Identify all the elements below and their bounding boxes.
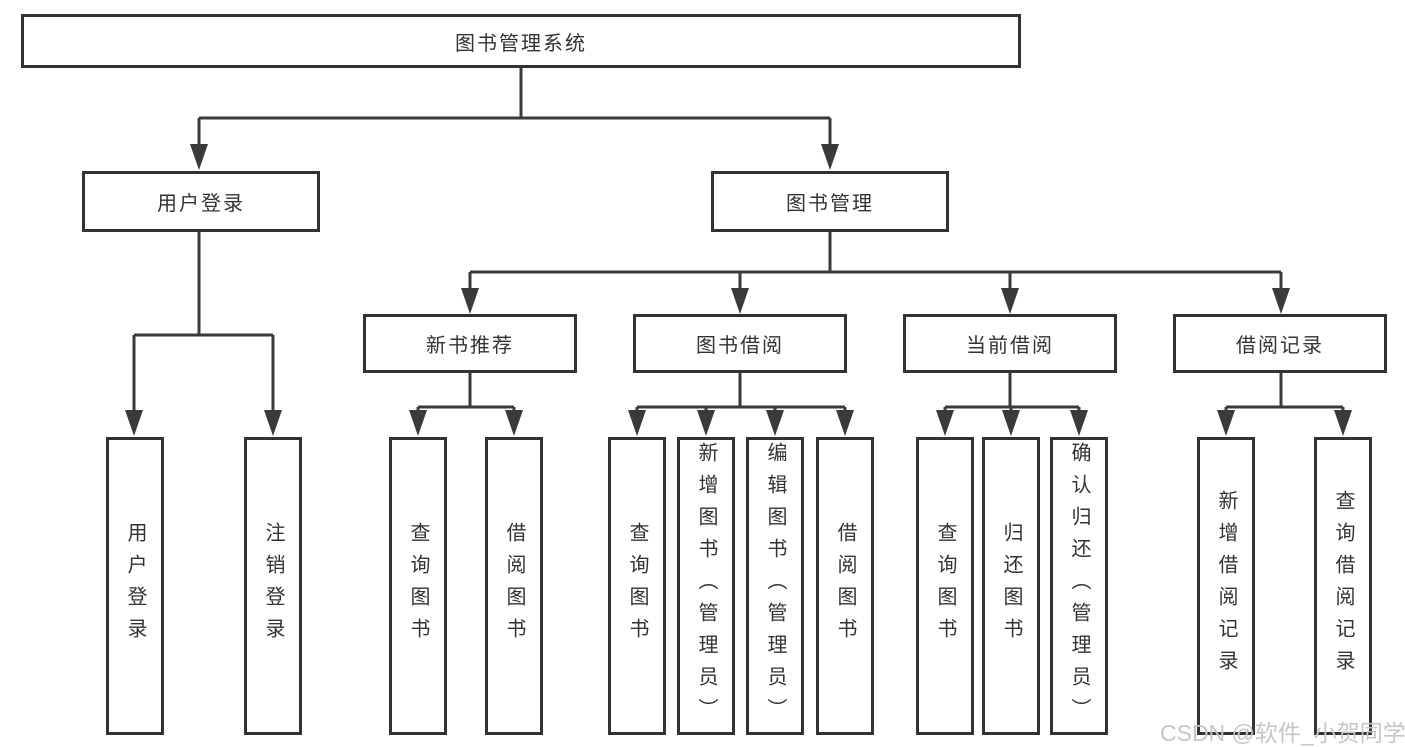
arrow-down-icon xyxy=(461,288,479,314)
node-borrowing-records: 借阅记录 xyxy=(1173,314,1387,373)
branch-book-management-to-level3 xyxy=(461,232,1290,314)
leaf-user-login: 用户登录 xyxy=(106,437,164,735)
leaf-nbr-query-books: 查询图书 xyxy=(389,437,447,735)
arrow-down-icon xyxy=(190,144,208,170)
leaf-bb-query-books: 查询图书 xyxy=(608,437,666,735)
arrow-down-icon xyxy=(1070,410,1088,436)
leaf-label: 查询图书 xyxy=(407,522,429,650)
branch-current-borrowing-to-leaves xyxy=(936,373,1088,436)
arrow-down-icon xyxy=(1334,410,1352,436)
arrow-down-icon xyxy=(409,410,427,436)
branch-root-to-level2 xyxy=(190,68,839,170)
branch-new-book-recommendation-to-leaves xyxy=(409,373,523,436)
leaf-label: 编辑图书（管理员） xyxy=(764,442,786,730)
leaf-label: 归还图书 xyxy=(1000,522,1022,650)
leaf-label: 借阅图书 xyxy=(503,522,525,650)
watermark: CSDN @软件_小贺同学 xyxy=(1160,720,1405,746)
leaf-label: 查询图书 xyxy=(626,522,648,650)
leaf-label: 查询图书 xyxy=(934,522,956,650)
leaf-label: 新增图书（管理员） xyxy=(695,442,717,730)
node-library-management-system: 图书管理系统 xyxy=(21,14,1021,68)
arrow-down-icon xyxy=(264,410,282,436)
node-user-login: 用户登录 xyxy=(82,171,320,232)
leaf-br-query-record: 查询借阅记录 xyxy=(1314,437,1372,735)
arrow-down-icon xyxy=(505,410,523,436)
branch-user-login-to-leaves xyxy=(125,232,282,436)
arrow-down-icon xyxy=(936,410,954,436)
branch-book-borrowing-to-leaves xyxy=(628,373,854,436)
leaf-cb-confirm-return-admin: 确认归还（管理员） xyxy=(1050,437,1108,735)
leaf-bb-add-books-admin: 新增图书（管理员） xyxy=(677,437,735,735)
arrow-down-icon xyxy=(836,410,854,436)
leaf-br-add-record: 新增借阅记录 xyxy=(1197,437,1255,735)
leaf-label: 查询借阅记录 xyxy=(1332,490,1354,682)
leaf-label: 新增借阅记录 xyxy=(1215,490,1237,682)
leaf-label: 借阅图书 xyxy=(834,522,856,650)
arrow-down-icon xyxy=(1217,410,1235,436)
arrow-down-icon xyxy=(766,410,784,436)
node-current-borrowing: 当前借阅 xyxy=(903,314,1117,373)
arrow-down-icon xyxy=(731,288,749,314)
leaf-logout: 注销登录 xyxy=(244,437,302,735)
arrow-down-icon xyxy=(1002,410,1020,436)
arrow-down-icon xyxy=(1001,288,1019,314)
leaf-label: 注销登录 xyxy=(262,522,284,650)
arrow-down-icon xyxy=(821,144,839,170)
arrow-down-icon xyxy=(628,410,646,436)
leaf-bb-edit-books-admin: 编辑图书（管理员） xyxy=(746,437,804,735)
node-book-management: 图书管理 xyxy=(711,171,949,232)
leaf-label: 确认归还（管理员） xyxy=(1068,442,1090,730)
arrow-down-icon xyxy=(125,410,143,436)
leaf-cb-return-books: 归还图书 xyxy=(982,437,1040,735)
arrow-down-icon xyxy=(697,410,715,436)
arrow-down-icon xyxy=(1272,288,1290,314)
leaf-bb-borrow-books: 借阅图书 xyxy=(816,437,874,735)
leaf-cb-query-books: 查询图书 xyxy=(916,437,974,735)
node-new-book-recommendation: 新书推荐 xyxy=(363,314,577,373)
leaf-nbr-borrow-books: 借阅图书 xyxy=(485,437,543,735)
leaf-label: 用户登录 xyxy=(124,522,146,650)
node-book-borrowing: 图书借阅 xyxy=(633,314,847,373)
branch-borrowing-records-to-leaves xyxy=(1217,373,1352,436)
